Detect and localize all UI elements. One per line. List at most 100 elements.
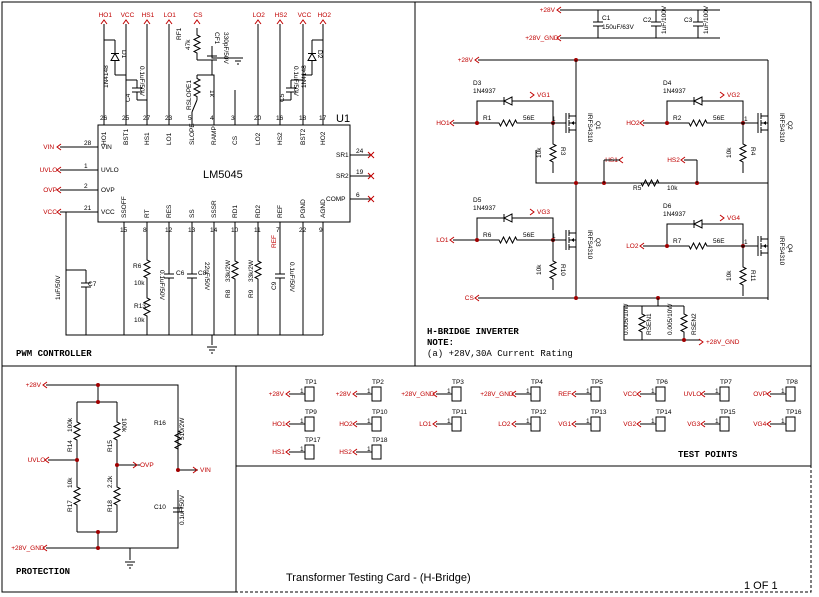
c3-value: 1uF/100V — [703, 5, 710, 34]
pin-number: 1 — [367, 418, 371, 425]
pin-number: 1 — [781, 388, 785, 395]
junction-dot — [682, 338, 686, 342]
resistor-ref: R3 — [559, 147, 566, 156]
wire — [46, 384, 179, 470]
r14-ref: R14 — [67, 440, 74, 452]
r15-resistor — [112, 402, 122, 460]
pin-name: SSSR — [211, 200, 218, 218]
pin-name: OVP — [101, 187, 115, 194]
pin-name: SLOPE — [189, 123, 196, 145]
net-gnd28-rsen: +28V_GND — [698, 338, 740, 346]
net-label: VIN — [200, 467, 211, 474]
net-label: VG3 — [537, 209, 550, 216]
resistor-value: 56E — [713, 238, 725, 245]
net-arrow-icon — [766, 390, 772, 398]
resistor-r11 — [738, 256, 748, 296]
test-point-body — [304, 444, 315, 460]
test-point-body — [530, 386, 541, 402]
junction-dot — [665, 244, 669, 248]
net-arrow-icon — [571, 390, 577, 398]
mosfet-arrow-icon — [571, 121, 574, 125]
net-label: UVLO — [684, 391, 702, 398]
net-label: CS — [465, 295, 475, 302]
pin-number: 9 — [319, 227, 323, 234]
net-arrow-icon — [56, 208, 62, 216]
no-connect-icon — [367, 195, 375, 203]
junction-dot — [475, 238, 479, 242]
pin-number: 15 — [120, 227, 128, 234]
net-vcc: VCC — [121, 12, 135, 25]
test-point-ref: TP11 — [452, 409, 467, 416]
c4-capacitor — [132, 80, 142, 100]
net-arrow-icon — [432, 420, 438, 428]
net-label: HS2 — [275, 12, 288, 19]
pin-name: SR2 — [336, 173, 349, 180]
d2-diode — [307, 40, 317, 75]
d1-value: 1N4148 — [103, 65, 110, 88]
pin-name: PGND — [300, 199, 307, 218]
diode-ref: D6 — [663, 203, 672, 210]
wire — [666, 100, 673, 123]
c9-ref: C9 — [271, 281, 278, 290]
c8-value: 22nF/50V — [203, 262, 210, 291]
r18-resistor — [112, 460, 122, 532]
rslope1-resistor — [192, 75, 202, 100]
wire — [476, 100, 483, 123]
pin-number: 1 — [552, 116, 556, 123]
net-vg3: VG3 — [529, 208, 550, 216]
r16-ref: R16 — [154, 420, 166, 427]
r6-resistor — [142, 256, 152, 282]
c2-ref: C2 — [643, 17, 652, 24]
net-gnd28-caps: +28V_GND — [525, 34, 562, 42]
diode-ref: D5 — [473, 197, 482, 204]
pin-name: COMP — [326, 196, 346, 203]
sheet-page: 1 OF 1 — [744, 580, 778, 592]
net-hs2-hb: HS2 — [667, 156, 686, 164]
resistor-r7 — [673, 241, 723, 251]
test-point-tp1: TP11+28V — [269, 379, 317, 402]
net-label: HO1 — [99, 12, 113, 19]
net-label: VG1 — [558, 421, 571, 428]
rf1-resistor — [192, 28, 202, 60]
test-point-body — [451, 416, 462, 432]
net-vin-prot: VIN — [192, 466, 211, 474]
test-point-ref: TP10 — [372, 409, 388, 416]
test-point-ref: TP5 — [591, 379, 603, 386]
test-point-body — [785, 416, 796, 432]
pin-name: RD1 — [232, 205, 239, 218]
pin-name: SR1 — [336, 152, 349, 159]
pin-number: 12 — [165, 227, 173, 234]
net-hs2: HS2 — [275, 12, 288, 25]
r15-ref: R15 — [107, 440, 114, 452]
cf1-ref: CF1 — [213, 32, 220, 45]
ic-pin-rt: 8RT — [143, 209, 151, 236]
r5-ref: R5 — [633, 185, 642, 192]
rsen1-ref: RSEN1 — [646, 313, 653, 335]
net-arrow-icon — [639, 119, 645, 127]
pin-name: BST1 — [123, 128, 130, 145]
net-vg1: VG1 — [529, 91, 550, 99]
net-label: CS — [193, 12, 203, 19]
r18-ref: R18 — [107, 500, 114, 512]
diode-ref: D4 — [663, 80, 672, 87]
pin-name: HS2 — [277, 132, 284, 145]
test-point-ref: TP1 — [305, 379, 317, 386]
net-label: +28V — [336, 391, 352, 398]
net-label: +28V — [458, 57, 474, 64]
test-points: TP11+28VTP21+28VTP31+28V_GNDTP41+28V_GND… — [269, 379, 802, 460]
test-point-net: LO1 — [419, 420, 438, 428]
net-ho2: HO2 — [318, 12, 331, 25]
no-connect-icon — [367, 151, 375, 159]
wire — [723, 223, 744, 246]
